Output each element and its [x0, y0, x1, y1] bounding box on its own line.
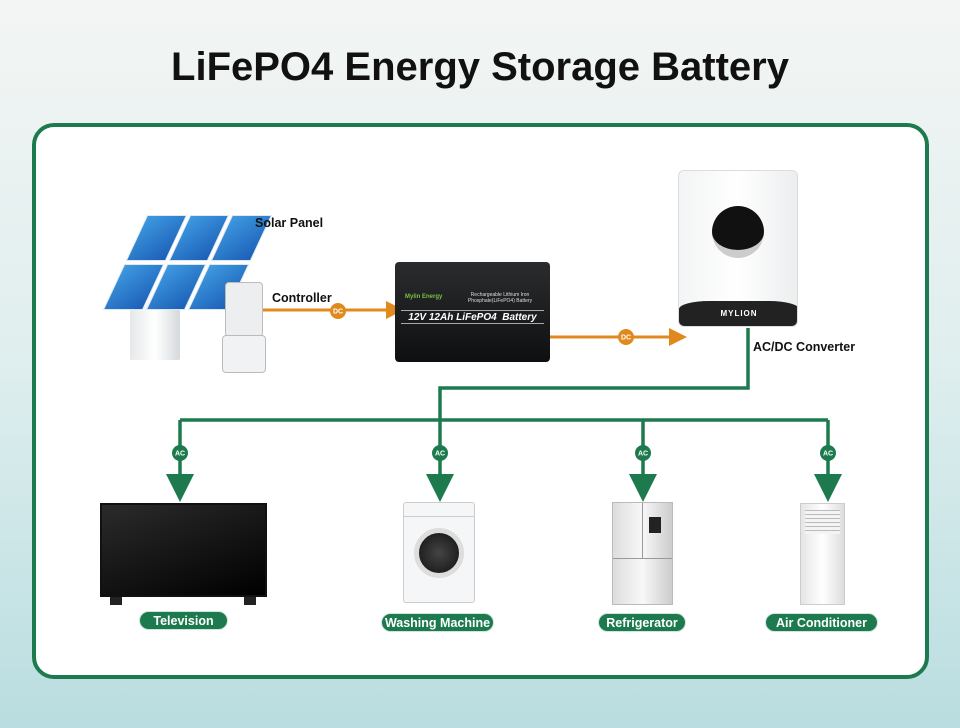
refrigerator-image [612, 502, 673, 605]
dc-badge: DC [621, 335, 631, 342]
refrigerator-label: Refrigerator [598, 613, 686, 632]
ac-badge: AC [175, 451, 185, 458]
socket-image [222, 335, 266, 373]
air-conditioner-label: Air Conditioner [765, 613, 878, 632]
air-conditioner-image [800, 503, 845, 605]
dc-badge: DC [333, 309, 343, 316]
battery-subtitle: Rechargeable Lithium Iron Phosphate(LiFe… [467, 292, 533, 304]
converter-label: AC/DC Converter [753, 340, 856, 354]
page-title: LiFePO4 Energy Storage Battery [171, 45, 789, 89]
television-label: Television [139, 611, 228, 630]
battery-model: 12V 12Ah LiFePO4 Battery [401, 310, 544, 324]
converter-image: MYLION [678, 170, 798, 327]
solar-panel-image [85, 215, 273, 365]
controller-image [225, 282, 263, 337]
solar-panel-label: Solar Panel [255, 216, 324, 230]
ac-trunk-line [438, 328, 750, 420]
television-image [100, 503, 267, 597]
battery-image: Mylin Energy Rechargeable Lithium Iron P… [395, 262, 550, 362]
ac-badge: AC [435, 451, 445, 458]
ac-badge: AC [638, 451, 648, 458]
controller-label: Controller [272, 291, 332, 305]
battery-brand: Mylin Energy [405, 294, 443, 300]
washing-machine-image [403, 502, 475, 603]
ac-badge: AC [823, 451, 833, 458]
converter-brand: MYLION [679, 301, 797, 326]
washing-machine-label: Washing Machine [381, 613, 494, 632]
